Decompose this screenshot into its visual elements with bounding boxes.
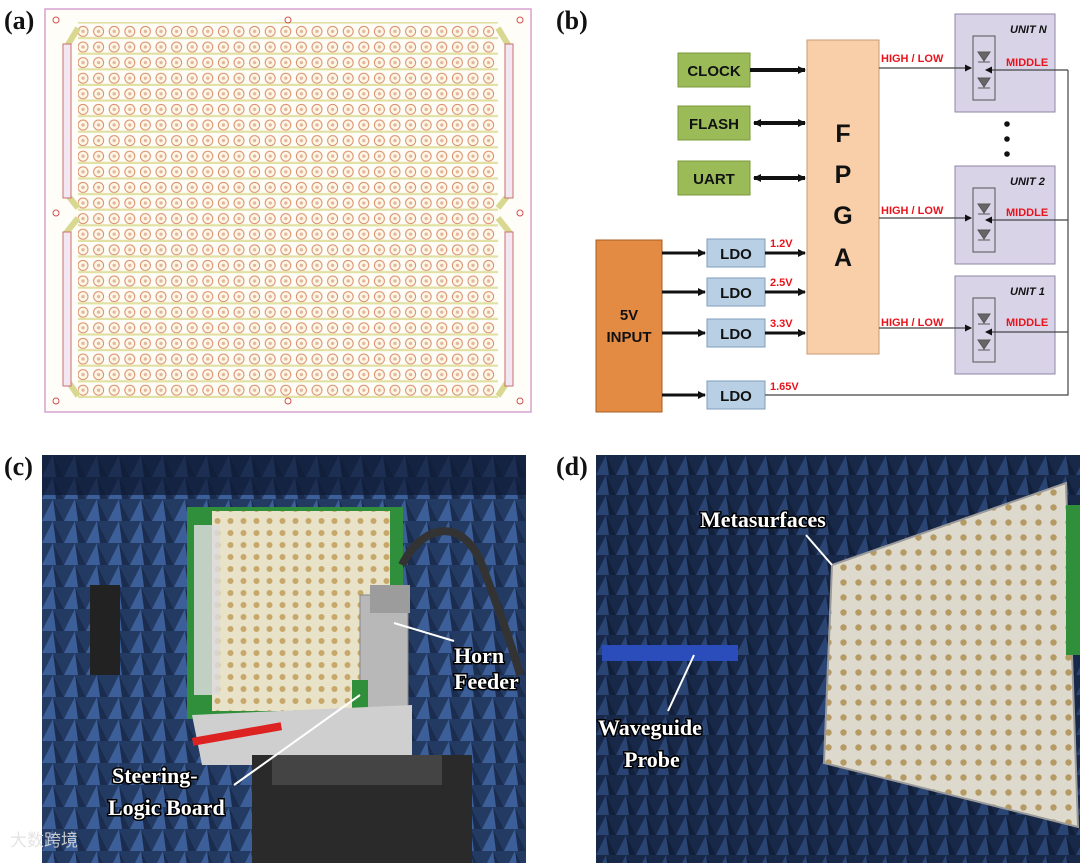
high-low-label: HIGH / LOW [881,317,944,329]
middle-bias-line [765,332,1069,396]
horn-label-line2: Feeder [454,669,519,694]
input-label-line1: 5V [620,307,638,324]
pcb-element-array [78,22,498,400]
red-tape [191,722,283,746]
unit-box [954,13,1056,113]
ellipsis-dot [1004,136,1010,142]
board-label-line2: Logic Board [108,795,225,820]
mounting-hole [284,16,292,24]
board-label-line1: Steering- [112,763,198,788]
flash-label: FLASH [689,116,739,133]
connector-left-top [62,43,72,199]
mounting-hole [52,397,60,405]
horn-pointer [393,622,455,642]
probe-label-line1: Waveguide [598,715,702,740]
voltage-label: 3.3V [770,318,793,330]
ldo-box [706,318,766,348]
photo-setup: Horn Feeder Steering- Logic Board [42,455,526,863]
block-diagram: CLOCK FLASH UART F P G A 5V INPUT LDO LD… [595,13,1069,413]
voltage-label: 1.65V [770,381,799,393]
panel-label-a: (a) [4,6,35,35]
uart-label: UART [693,171,735,188]
board-pointer [233,694,361,786]
panel-label-c: (c) [4,452,33,481]
input-box [595,239,663,413]
watermark: 大数跨境 [10,831,78,850]
unit-label: UNIT 2 [1010,176,1045,188]
metasurfaces-pointer [805,534,833,566]
coax-cable [398,527,524,677]
mounting-hole [516,397,524,405]
high-low-label: HIGH / LOW [881,205,944,217]
clock-box [677,52,751,88]
unit-label: UNIT 1 [1010,286,1045,298]
chamber-wall-dark [42,455,526,495]
mounting-hole [52,16,60,24]
ellipsis-dot [1004,151,1010,157]
fpga-box [806,39,880,355]
diode-icon [977,51,991,63]
metasurfaces-label: Metasurfaces [700,507,826,532]
middle-label: MIDDLE [1006,207,1048,219]
probe-pointer [667,654,695,712]
connector-right-top [504,43,514,199]
ldo-label: LDO [720,326,752,343]
waveguide-probe [602,645,738,661]
diode-icon [977,77,991,89]
ldo-box [706,238,766,268]
ldo-label: LDO [720,388,752,405]
diode-icon [977,339,991,351]
diode-icon [977,203,991,215]
diode-frame [972,35,996,101]
ldo-box [706,277,766,307]
ldo-label: LDO [720,285,752,302]
stand-pole [90,585,120,675]
input-label-line2: INPUT [607,329,652,346]
middle-label: MIDDLE [1006,57,1048,69]
ribbon-cables [194,525,220,695]
fpga-letter: A [834,244,852,272]
mounting-plate [192,705,412,765]
probe-label-line2: Probe [624,747,680,772]
mounting-hole [516,16,524,24]
pcb-layout [44,8,532,413]
middle-label: MIDDLE [1006,317,1048,329]
photo-chamber: Metasurfaces Waveguide Probe [596,455,1080,863]
clock-label: CLOCK [687,63,740,80]
green-board-edge [1066,505,1080,655]
panel-label-d: (d) [556,452,588,481]
flash-box [677,105,751,141]
uart-box [677,160,751,196]
voltage-label: 2.5V [770,277,793,289]
fpga-letter: G [833,202,852,230]
high-low-label: HIGH / LOW [881,53,944,65]
fpga-letter: P [835,161,852,189]
unit-label: UNIT N [1010,24,1048,36]
connector-left-bottom [62,231,72,387]
metasurface-panel [822,481,1080,829]
ldo-label: LDO [720,246,752,263]
diode-icon [977,229,991,241]
connector-right-bottom [504,231,514,387]
diode-icon [977,313,991,325]
panel-label-b: (b) [556,6,588,35]
mounting-hole [516,209,524,217]
mounting-hole [284,397,292,405]
diode-frame [972,297,996,363]
ellipsis-dot [1004,121,1010,127]
rotation-table-top [272,755,442,785]
horn-label-line1: Horn [454,643,504,668]
horn-feeder-top [370,585,410,613]
mounting-hole [52,209,60,217]
fpga-letter: F [835,120,850,148]
voltage-label: 1.2V [770,238,793,250]
